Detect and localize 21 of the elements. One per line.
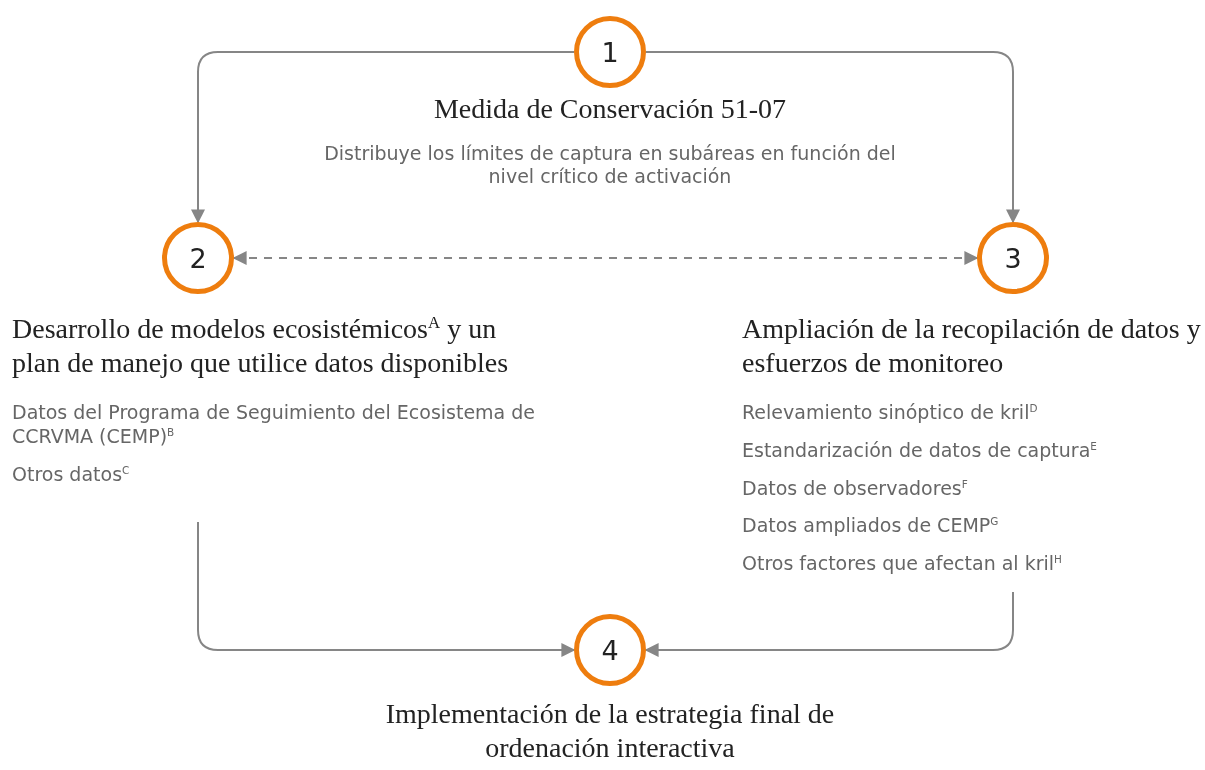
list-item: Datos del Programa de Seguimiento del Ecosistema de CCRVMA (CEMP)$^{B}$ xyxy=(12,401,537,449)
connector-arrow xyxy=(191,51,575,224)
connector-arrow xyxy=(645,51,1020,224)
list-item: Otros datos$^{C}$ xyxy=(12,462,131,487)
number-circle: 1 xyxy=(574,16,646,88)
number-circle: 4 xyxy=(574,614,646,686)
list-item: Datos ampliados de CEMP$^{G}$ xyxy=(742,514,1000,539)
number-circle: 2 xyxy=(162,222,234,294)
section-heading: Medida de Conservación 51-07 xyxy=(432,92,788,126)
number-circle: 3 xyxy=(977,222,1049,294)
connector-arrow xyxy=(644,591,1014,657)
section-heading: Implementación de la estrategia final de ordenación interactiva xyxy=(384,697,836,765)
list-item: Relevamiento sinóptico de kril$^{D}$ xyxy=(742,401,1039,425)
list-item: Otros factores que afectan al kril$^{H}$ xyxy=(742,552,1063,576)
connector-arrow xyxy=(232,251,979,265)
list-item: Estandarización de datos de captura$^{E}$ xyxy=(742,438,1098,463)
section-heading: Desarrollo de modelos ecosistémicos$^{A}$ y un plan de manejo que utilice datos disponibles xyxy=(12,312,510,380)
connector-arrow xyxy=(197,521,576,657)
description-text: Distribuye los límites de captura en subáreas en función del nivel crítico de activación xyxy=(323,141,897,190)
section-heading: Ampliación de la recopilación de datos y esfuerzos de monitoreo xyxy=(742,312,1202,380)
list-item: Datos de observadores$^{F}$ xyxy=(742,476,969,501)
